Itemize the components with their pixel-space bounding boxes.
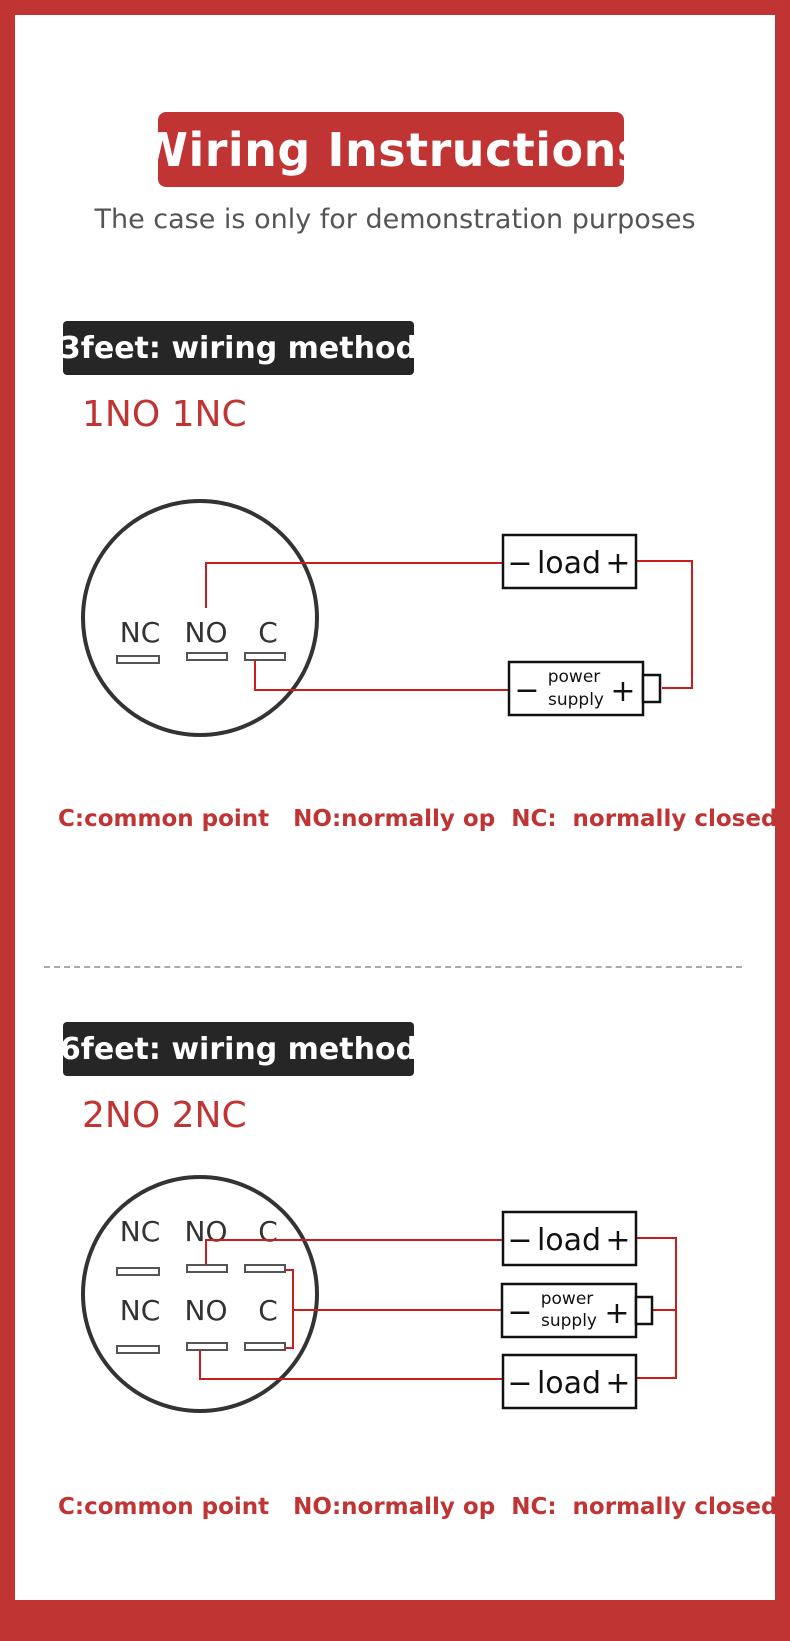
load-box-top — [501, 1210, 638, 1267]
page-title: Wiring Instructions — [137, 112, 644, 187]
wire-no-bottom-to-load — [199, 1350, 503, 1380]
section-divider — [44, 966, 742, 968]
pin-terminal-no-bottom — [186, 1342, 228, 1351]
pin-label-c-bottom: C — [258, 1294, 278, 1327]
legend-3feet: C:common point NO:normally op NC: normal… — [58, 806, 778, 832]
config-label-1no1nc: 1NO 1NC — [82, 394, 247, 435]
pin-terminal-no-top — [186, 1264, 228, 1273]
wire-loads-return — [636, 1237, 677, 1379]
pin-terminal-nc-top — [116, 1267, 160, 1276]
load-box — [501, 533, 638, 590]
legend-6feet: C:common point NO:normally op NC: normal… — [58, 1494, 778, 1520]
pin-terminal-c-bottom — [244, 1342, 286, 1351]
load-plus-sign: + — [605, 546, 630, 581]
supply-plus-sign: + — [610, 674, 635, 709]
wire-c-bridge — [285, 1269, 294, 1349]
supply-label-line1: power — [541, 1289, 594, 1309]
wire-c-to-supply — [254, 660, 509, 691]
wire-load-to-supply — [636, 560, 693, 689]
power-supply-box — [507, 660, 645, 717]
pin-terminal-no — [186, 652, 228, 661]
wire-no-to-load — [205, 562, 503, 608]
config-label-2no2nc: 2NO 2NC — [82, 1095, 247, 1136]
pin-label-c-top: C — [258, 1215, 278, 1248]
pin-terminal-c-top — [244, 1264, 286, 1273]
supply-label-line1: power — [548, 667, 601, 687]
supply-minus-sign: − — [507, 1295, 532, 1330]
supply-label-line2: supply — [541, 1311, 597, 1331]
pin-label-c: C — [258, 616, 278, 649]
page-subtitle: The case is only for demonstration purpo… — [94, 204, 696, 235]
switch-body-outline — [81, 1175, 319, 1413]
supply-minus-sign: − — [514, 673, 539, 708]
load-plus-sign-top: + — [605, 1223, 630, 1258]
load-plus-sign-bottom: + — [605, 1366, 630, 1401]
pin-label-nc: NC — [120, 616, 161, 649]
wire-no-top-to-load — [205, 1239, 503, 1265]
section-header-6feet: 6feet: wiring method — [60, 1022, 417, 1076]
power-supply-box — [500, 1282, 638, 1339]
pin-terminal-c — [244, 652, 286, 661]
pin-terminal-nc — [116, 655, 160, 664]
content-panel — [15, 15, 775, 1600]
load-label-top: load — [537, 1223, 601, 1258]
supply-label-line2: supply — [548, 690, 604, 710]
load-minus-sign: − — [507, 546, 532, 581]
pin-terminal-nc-bottom — [116, 1345, 160, 1354]
power-supply-terminal-cap — [641, 673, 662, 704]
power-supply-terminal-cap — [634, 1295, 654, 1326]
pin-label-no: NO — [185, 616, 228, 649]
wiring-diagram-6feet: NC NO C NC NO C − load + − power supply … — [81, 1175, 677, 1413]
load-label: load — [537, 546, 601, 581]
pin-label-nc-top: NC — [120, 1215, 161, 1248]
supply-plus-sign: + — [604, 1296, 629, 1331]
section-header-3feet: 3feet: wiring method — [60, 321, 417, 375]
pin-label-nc-bottom: NC — [120, 1294, 161, 1327]
pin-label-no-bottom: NO — [185, 1294, 228, 1327]
load-label-bottom: load — [537, 1366, 601, 1401]
load-minus-sign-bottom: − — [507, 1366, 532, 1401]
load-box-bottom — [501, 1353, 638, 1410]
load-minus-sign-top: − — [507, 1223, 532, 1258]
wiring-diagram-3feet: NC NO C − load + − power supply + — [81, 499, 693, 737]
switch-body-outline — [81, 499, 319, 737]
